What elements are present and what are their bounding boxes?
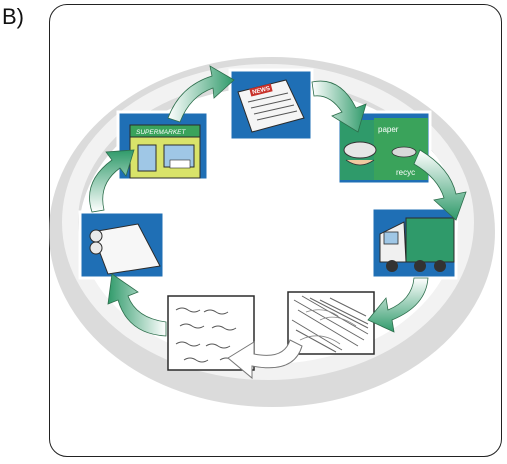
- figure-label: B): [2, 4, 24, 29]
- stage-paper-rolls: [78, 210, 166, 280]
- newspaper-masthead: NEWS: [252, 86, 271, 96]
- stage-recycling-bins: paper recyc: [336, 110, 432, 186]
- stage-pulp-fibers: [287, 291, 375, 355]
- supermarket-sign: SUPERMARKET: [136, 129, 187, 136]
- bin-label-recycle: recyc: [396, 168, 415, 177]
- arrow-fibers-to-shredded: [227, 339, 303, 380]
- arrow-supermarket-to-newspaper: [167, 65, 235, 123]
- stage-supermarket: SUPERMARKET: [116, 110, 210, 182]
- cycle-arrows: [89, 65, 467, 380]
- bin-label-paper: paper: [378, 125, 399, 134]
- arrow-rolls-to-supermarket: [89, 149, 135, 213]
- arrow-truck-to-fibers: [367, 277, 429, 333]
- stage-garbage-truck: [370, 206, 458, 280]
- arrow-shredded-to-rolls: [107, 273, 167, 337]
- stage-newspaper: NEWS: [228, 68, 314, 142]
- arrow-recycling-to-truck: [413, 149, 467, 221]
- arrow-newspaper-to-recycling: [311, 80, 367, 133]
